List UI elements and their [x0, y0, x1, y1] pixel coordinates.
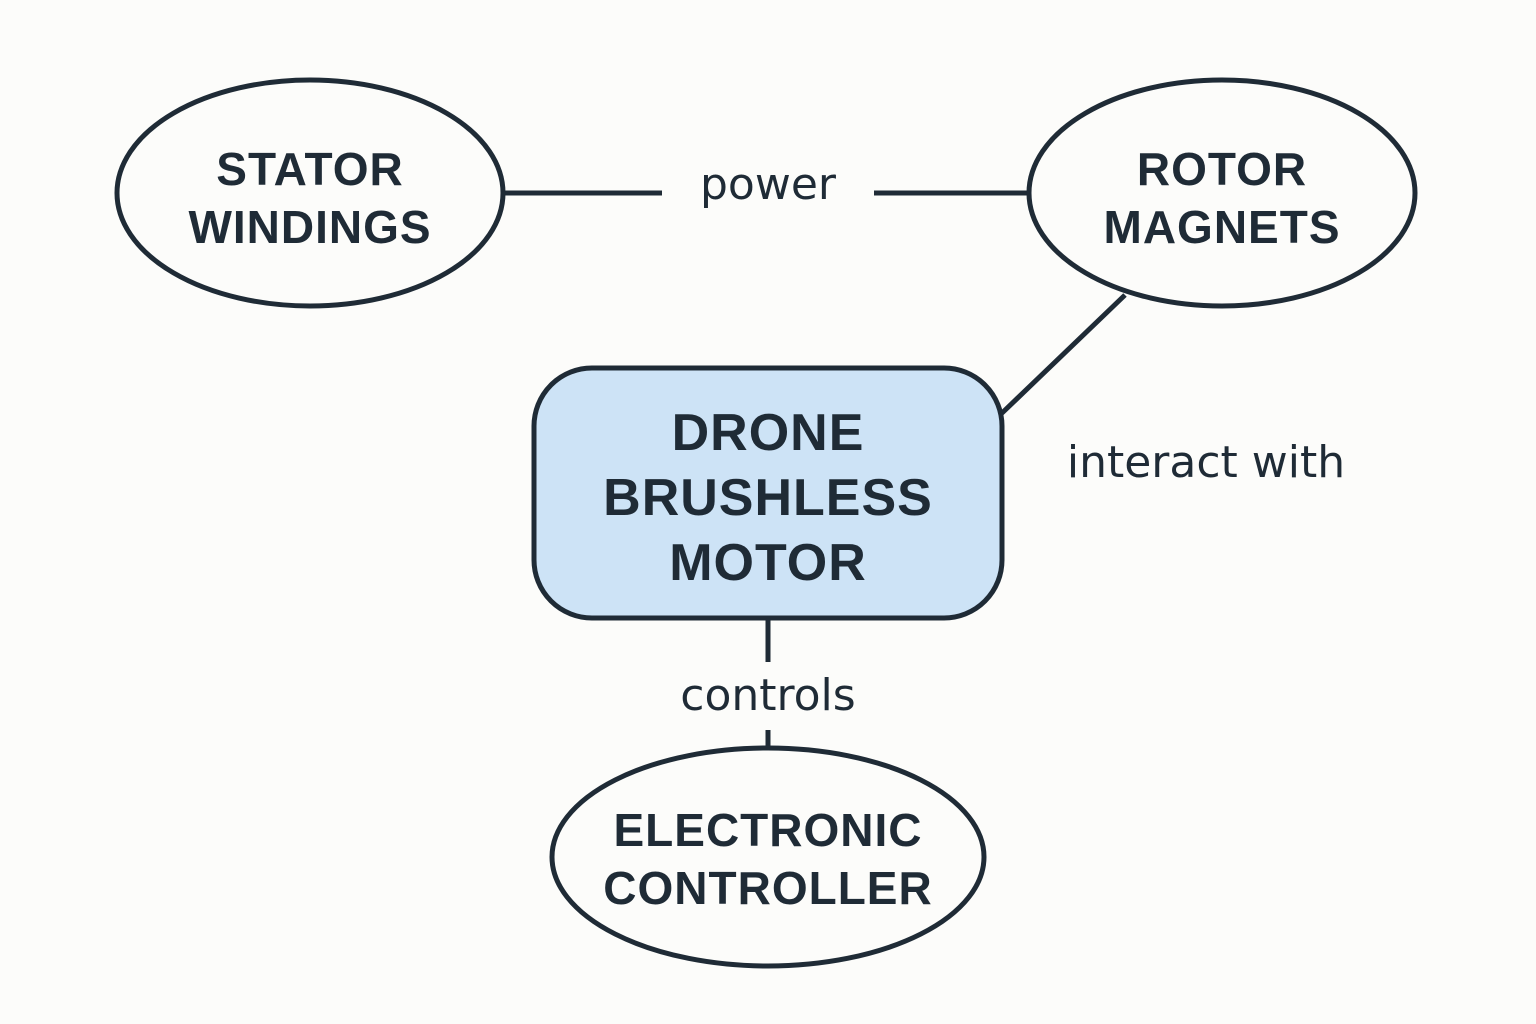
drone-brushless-motor-label-line3: MOTOR: [669, 534, 867, 592]
rotor-magnets-label-line2: MAGNETS: [1104, 201, 1341, 253]
edge-label-power: power: [700, 159, 837, 210]
edge-label-interact-with: interact with: [1067, 437, 1345, 488]
electronic-controller-ellipse: [549, 745, 987, 969]
connector-motor-rotor: [999, 293, 1127, 416]
rotor-magnets-label-line1: ROTOR: [1137, 143, 1307, 195]
node-electronic-controller[interactable]: ELECTRONIC CONTROLLER: [549, 745, 987, 969]
electronic-controller-label-line2: CONTROLLER: [603, 862, 932, 914]
rotor-magnets-ellipse: [1026, 77, 1418, 309]
node-rotor-magnets[interactable]: ROTOR MAGNETS: [1026, 77, 1418, 309]
drone-brushless-motor-label-line2: BRUSHLESS: [603, 469, 933, 527]
drone-brushless-motor-label-line1: DRONE: [672, 404, 865, 462]
stator-windings-label-line2: WINDINGS: [188, 201, 431, 253]
stator-windings-label-line1: STATOR: [216, 143, 403, 195]
edge-label-controls: controls: [680, 670, 855, 721]
electronic-controller-label-line1: ELECTRONIC: [614, 804, 923, 856]
stator-windings-ellipse: [114, 77, 506, 309]
node-drone-brushless-motor[interactable]: DRONE BRUSHLESS MOTOR: [531, 365, 1005, 621]
drone-brushless-motor-box: [531, 365, 1005, 621]
node-stator-windings[interactable]: STATOR WINDINGS: [114, 77, 506, 309]
